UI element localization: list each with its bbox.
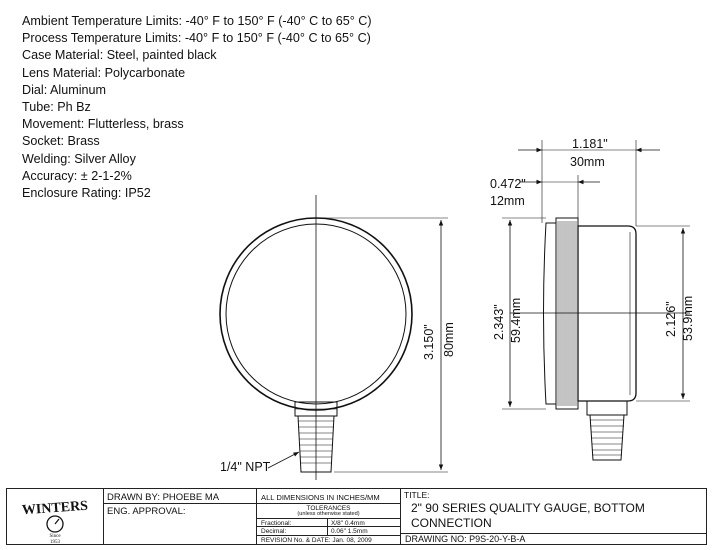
tolerances-note: (unless otherwise stated) (297, 511, 360, 517)
front-view (219, 195, 448, 480)
spec-process-temp: Process Temperature Limits: -40° F to 15… (22, 31, 371, 46)
logo-gauge-icon (46, 515, 64, 533)
bezel-diameter-in: 2.343" (492, 304, 506, 340)
bezel-width-mm: 12mm (490, 194, 525, 208)
fractional-value: X/8" 0.4mm (331, 520, 365, 527)
side-knurled-ring (555, 217, 579, 410)
spec-accuracy: Accuracy: ± 2-1-2% (22, 168, 132, 183)
bezel-diameter-mm: 59.4mm (509, 298, 523, 343)
bezel-width-in: 0.472" (490, 177, 526, 191)
spec-movement: Movement: Flutterless, brass (22, 117, 184, 132)
depth-in: 1.181" (572, 137, 608, 151)
spec-enclosure-rating: Enclosure Rating: IP52 (22, 186, 151, 201)
spec-list: Ambient Temperature Limits: -40° F to 15… (22, 13, 372, 202)
drawing-number: DRAWING NO: P9S-20-Y-B-A (405, 534, 526, 544)
logo-wordmark: WINTERS (21, 499, 88, 519)
technical-drawing: 1/4" NPT 3.150" 80mm 1.181" 30mm 0.472" … (219, 137, 695, 480)
overall-height-mm: 80mm (442, 322, 456, 357)
drawing-title-line-2: CONNECTION (411, 516, 492, 530)
spec-tube: Tube: Ph Bz (22, 100, 91, 115)
side-view (502, 140, 690, 461)
spec-socket: Socket: Brass (22, 134, 100, 149)
winters-logo: WINTERS Since 1953 (7, 489, 103, 545)
spec-lens-material: Lens Material: Polycarbonate (22, 65, 186, 80)
thread-leader (267, 451, 300, 469)
spec-ambient-temp: Ambient Temperature Limits: -40° F to 15… (22, 14, 372, 28)
side-case (577, 225, 637, 402)
side-socket-neck (586, 400, 628, 416)
logo-since: Since (49, 534, 61, 539)
eng-approval: ENG. APPROVAL: (107, 506, 186, 517)
spec-case-material: Case Material: Steel, painted black (22, 48, 217, 63)
units-note: ALL DIMENSIONS IN INCHES/MM (261, 493, 380, 502)
spec-dial: Dial: Aluminum (22, 82, 106, 97)
case-diameter-mm: 53.9mm (681, 296, 695, 341)
logo-year: 1953 (50, 540, 61, 545)
front-thread (297, 415, 335, 473)
title-block: WINTERS Since 1953 DRAWN BY: PHOEBE MA E… (6, 488, 707, 545)
depth-mm: 30mm (570, 155, 605, 169)
overall-height-in: 3.150" (422, 324, 436, 360)
tolerances-heading: TOLERANCES (306, 505, 351, 512)
fractional-label: Fractional: (261, 520, 292, 527)
case-diameter-in: 2.126" (664, 301, 678, 337)
spec-welding: Welding: Silver Alloy (22, 151, 136, 166)
decimal-value: 0.06" 1.5mm (331, 528, 368, 535)
drawing-title-line-1: 2" 90 SERIES QUALITY GAUGE, BOTTOM (411, 501, 645, 515)
side-bezel (543, 222, 557, 405)
decimal-label: Decimal: (261, 528, 287, 535)
drawn-by: DRAWN BY: PHOEBE MA (107, 492, 220, 503)
side-thread (589, 414, 625, 461)
revision-date: REVISION No. & DATE: Jan. 08, 2009 (261, 537, 372, 544)
thread-label: 1/4" NPT (220, 460, 271, 474)
title-label: TITLE: (404, 490, 430, 500)
